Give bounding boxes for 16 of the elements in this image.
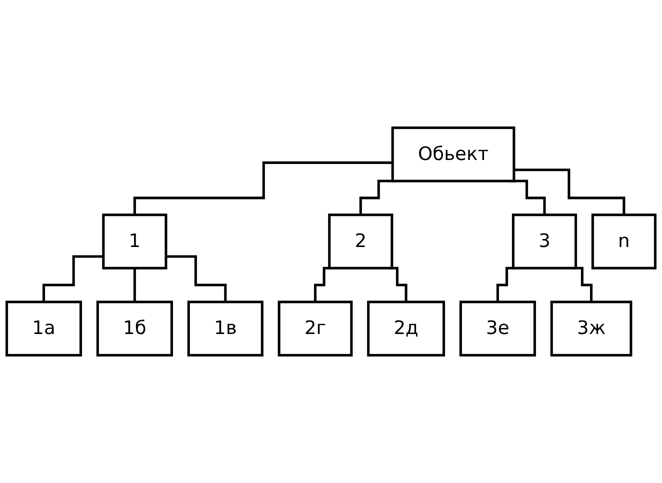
node-box: n bbox=[591, 214, 656, 270]
node-box: 1б bbox=[96, 300, 173, 356]
node-box: Обьект bbox=[391, 126, 516, 182]
connector bbox=[166, 255, 227, 304]
node-box: 3ж bbox=[550, 300, 632, 356]
node-box: 3 bbox=[512, 214, 578, 270]
node-box: 3е bbox=[459, 300, 536, 356]
node-box: 2 bbox=[328, 214, 394, 270]
node-box: 2д bbox=[367, 300, 446, 356]
node-box: 1 bbox=[102, 214, 168, 270]
node-box: 2г bbox=[278, 300, 353, 356]
node-box: 1в bbox=[187, 300, 264, 356]
connector bbox=[133, 266, 136, 304]
connector bbox=[514, 168, 626, 216]
connector bbox=[42, 255, 104, 304]
node-box: 1а bbox=[6, 300, 82, 356]
